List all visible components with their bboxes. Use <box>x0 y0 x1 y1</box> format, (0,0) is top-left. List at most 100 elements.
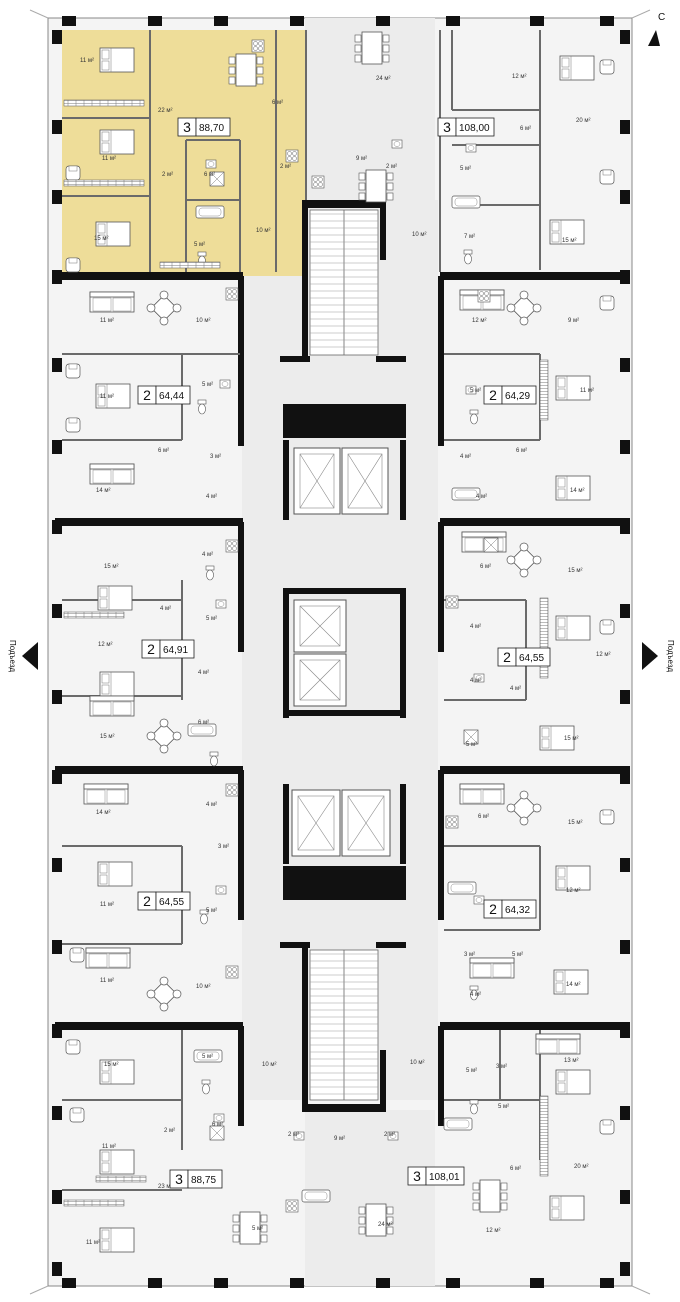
facade-column <box>376 16 390 26</box>
facade-column <box>52 940 62 954</box>
room-area-label: 11 м² <box>100 978 114 984</box>
bed <box>99 1227 135 1253</box>
armchair <box>599 169 615 185</box>
apartment-room-count: 2 <box>503 649 511 665</box>
room-area-label: 12 м² <box>98 642 112 648</box>
room-area-label: 4 м² <box>510 686 521 692</box>
toilet <box>469 1099 479 1115</box>
room-area-label: 24 м² <box>378 1222 392 1228</box>
room-area-label: 15 м² <box>564 736 578 742</box>
apartment-area: 64,55 <box>519 653 544 664</box>
toilet <box>469 409 479 425</box>
facade-column <box>620 1190 630 1204</box>
room-area-label: 22 м² <box>158 108 172 114</box>
room-area-label: 2 м² <box>386 164 397 170</box>
bed <box>99 47 135 73</box>
sofa <box>89 291 135 313</box>
facade-column <box>52 120 62 134</box>
cooktop <box>251 39 265 53</box>
room-area-label: 6 м² <box>272 100 283 106</box>
room-area-label: 5 м² <box>202 1054 213 1060</box>
facade-column <box>620 270 630 284</box>
staircase-bottom <box>309 949 379 1101</box>
wardrobe <box>63 179 145 187</box>
armchair <box>599 1119 615 1135</box>
facade-column <box>620 1262 630 1276</box>
facade-column <box>620 940 630 954</box>
room-area-label: 11 м² <box>102 1144 116 1150</box>
room-area-label: 6 м² <box>198 720 209 726</box>
toilet <box>201 1079 211 1095</box>
cooktop <box>445 595 459 609</box>
facade-column <box>52 190 62 204</box>
room-area-label: 4 м² <box>460 454 471 460</box>
sink <box>465 143 477 153</box>
apartment-area: 88,75 <box>191 1175 216 1186</box>
entrance-right: Подъезд <box>642 640 675 672</box>
room-area-label: 5 м² <box>460 166 471 172</box>
room-area-label: 5 м² <box>194 242 205 248</box>
sofa <box>89 695 135 717</box>
entrance-right-label: Подъезд <box>666 640 675 672</box>
room-area-label: 15 м² <box>104 564 118 570</box>
facade-column <box>148 1278 162 1288</box>
sink <box>215 885 227 895</box>
bathtub <box>447 881 477 895</box>
room-area-label: 9 м² <box>356 156 367 162</box>
facade-column <box>214 16 228 26</box>
facade-column <box>530 16 544 26</box>
room-area-label: 20 м² <box>576 118 590 124</box>
cooktop <box>225 965 239 979</box>
apartment-room-count: 3 <box>443 119 451 135</box>
room-area-label: 7 м² <box>464 234 475 240</box>
apartment-area: 108,00 <box>459 123 490 134</box>
room-area-label: 4 м² <box>206 494 217 500</box>
room-area-label: 6 м² <box>212 1122 223 1128</box>
room-area-label: 6 м² <box>204 172 215 178</box>
room-area-label: 10 м² <box>196 984 210 990</box>
facade-column <box>52 604 62 618</box>
north-label: С <box>658 12 665 23</box>
armchair <box>65 165 81 181</box>
room-area-label: 5 м² <box>466 742 477 748</box>
room-area-label: 15 м² <box>104 1062 118 1068</box>
room-area-label: 6 м² <box>478 814 489 820</box>
room-area-label: 10 м² <box>196 318 210 324</box>
room-area-label: 11 м² <box>86 1240 100 1246</box>
facade-column <box>600 16 614 26</box>
facade-column <box>52 690 62 704</box>
room-area-label: 4 м² <box>206 802 217 808</box>
room-area-label: 15 м² <box>94 236 108 242</box>
cooktop <box>225 287 239 301</box>
apartment-area: 108,01 <box>429 1172 460 1183</box>
armchair <box>65 1039 81 1055</box>
bed <box>97 585 133 611</box>
armchair <box>599 809 615 825</box>
room-area-label: 23 м² <box>158 1184 172 1190</box>
armchair <box>69 947 85 963</box>
north-arrow: С <box>648 12 665 46</box>
armchair <box>65 257 81 273</box>
facade-column <box>620 358 630 372</box>
armchair <box>599 59 615 75</box>
room-area-label: 15 м² <box>562 238 576 244</box>
elevator-shaft <box>341 789 391 857</box>
sofa <box>469 957 515 979</box>
room-area-label: 12 м² <box>596 652 610 658</box>
facade-column <box>52 1024 62 1038</box>
room-area-label: 12 м² <box>566 888 580 894</box>
apartment-room-count: 2 <box>489 901 497 917</box>
elevator-shaft <box>291 789 341 857</box>
apartment-area: 64,29 <box>505 391 530 402</box>
stair-steps <box>310 213 378 1095</box>
wardrobe <box>63 611 125 619</box>
facade-column <box>52 270 62 284</box>
cooktop <box>285 1199 299 1213</box>
furniture <box>63 31 615 1253</box>
facade-column <box>600 1278 614 1288</box>
room-area-label: 14 м² <box>566 982 580 988</box>
